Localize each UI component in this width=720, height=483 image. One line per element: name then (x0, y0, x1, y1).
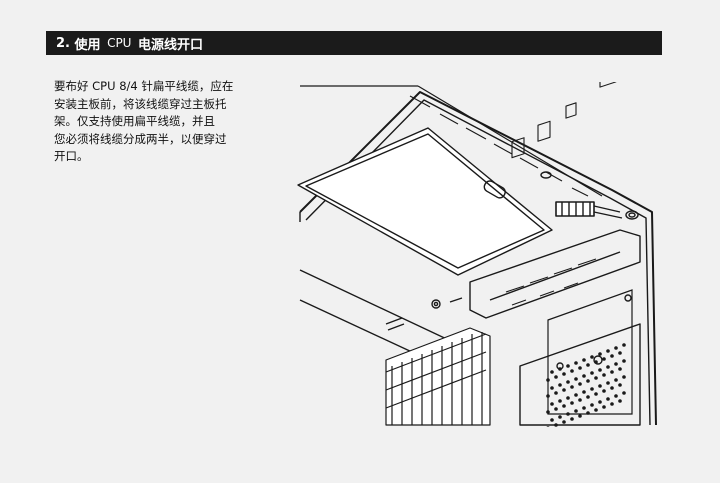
fan-grille (546, 343, 626, 427)
case-top-edge (299, 91, 657, 426)
instruction-line: 要布好 CPU 8/4 针扁平线缆，应在 (54, 79, 234, 93)
motherboard-tray (297, 127, 553, 276)
section-title-pre: 使用 (74, 37, 101, 53)
cpu-cable-connector (555, 201, 623, 219)
expansion-slots (385, 327, 491, 426)
instruction-line: 开口。 (54, 149, 89, 163)
tray-cutout (483, 180, 506, 199)
section-title-cpu: CPU (107, 36, 132, 50)
instruction-line: 架。仅支持使用扁平线缆，并且 (54, 114, 215, 128)
instruction-line: 安装主板前，将该线缆穿过主板托 (54, 96, 227, 111)
instruction-text: 要布好 CPU 8/4 针扁平线缆，应在 安装主板前，将该线缆穿过主板托 架。仅… (54, 78, 284, 166)
section-number: 2. (56, 35, 70, 51)
instruction-line: 您必须将线缆分成两半，以便穿过 (54, 131, 227, 146)
section-title-post: 电源线开口 (138, 37, 204, 53)
case-illustration (297, 82, 657, 427)
section-header: 2. 使用 CPU 电源线开口 (46, 31, 662, 55)
